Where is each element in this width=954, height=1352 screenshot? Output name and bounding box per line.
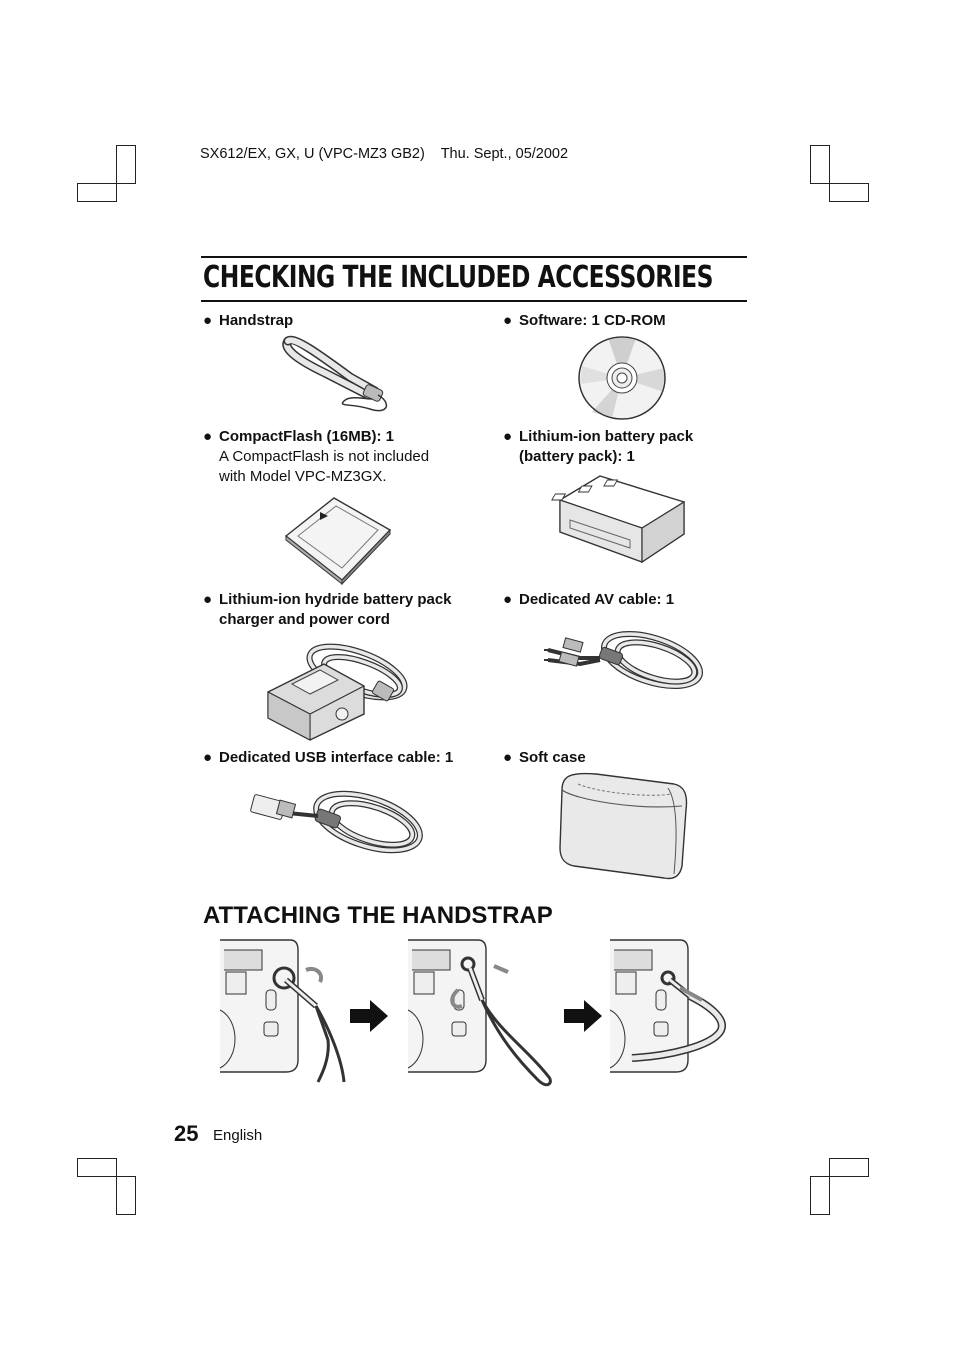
- av-cable-illustration: [544, 630, 704, 690]
- item-label: Lithium-ion battery pack: [519, 428, 694, 445]
- title-rule-bottom: [201, 300, 747, 302]
- list-item-handstrap: ● Handstrap: [203, 311, 293, 331]
- bullet-icon: ●: [203, 749, 213, 766]
- crop-mark: [810, 1176, 830, 1215]
- bullet-icon: ●: [503, 312, 513, 329]
- list-item-usb-cable: ● Dedicated USB interface cable: 1: [203, 748, 453, 768]
- crop-mark: [829, 1158, 869, 1177]
- battery-pack-illustration: [551, 475, 685, 564]
- item-label: Soft case: [519, 749, 586, 766]
- print-date: Thu. Sept., 05/2002: [440, 146, 569, 162]
- item-label: Dedicated USB interface cable: 1: [219, 749, 454, 766]
- page-title: CHECKING THE INCLUDED ACCESSORIES: [203, 260, 713, 295]
- item-note: with Model VPC-MZ3GX.: [219, 468, 387, 485]
- item-note: A CompactFlash is not included: [219, 448, 430, 465]
- bullet-icon: ●: [203, 591, 213, 608]
- doc-id: SX612/EX, GX, U (VPC-MZ3 GB2): [200, 146, 425, 162]
- charger-illustration: [267, 643, 408, 741]
- compactflash-card-illustration: [284, 497, 392, 586]
- crop-mark: [829, 183, 869, 202]
- item-label: Handstrap: [219, 312, 294, 329]
- soft-case-illustration: [559, 772, 688, 880]
- usb-cable-illustration: [250, 790, 423, 854]
- list-item-battery-pack: ● Lithium-ion battery pack (battery pack…: [503, 427, 693, 467]
- bullet-icon: ●: [203, 428, 213, 445]
- list-item-charger: ● Lithium-ion hydride battery pack charg…: [203, 590, 452, 630]
- bullet-icon: ●: [503, 591, 513, 608]
- bullet-icon: ●: [503, 428, 513, 445]
- handstrap-step-3-illustration: [609, 939, 726, 1073]
- language-label: English: [213, 1127, 263, 1144]
- print-header: SX612/EX, GX, U (VPC-MZ3 GB2) Thu. Sept.…: [200, 146, 568, 162]
- arrow-right-icon: [564, 1000, 602, 1032]
- page-number: 25: [174, 1121, 199, 1146]
- handstrap-illustration: [282, 335, 388, 412]
- crop-mark: [810, 145, 830, 184]
- handstrap-step-2-illustration: [407, 939, 552, 1087]
- crop-mark: [77, 1158, 117, 1177]
- item-label: Lithium-ion hydride battery pack: [219, 591, 452, 608]
- item-label: CompactFlash (16MB): 1: [219, 428, 395, 445]
- crop-mark: [116, 145, 136, 184]
- list-item-soft-case: ● Soft case: [503, 748, 586, 768]
- cd-rom-illustration: [578, 336, 666, 420]
- list-item-av-cable: ● Dedicated AV cable: 1: [503, 590, 674, 610]
- arrow-right-icon: [350, 1000, 388, 1032]
- crop-mark: [77, 183, 117, 202]
- handstrap-step-1-illustration: [219, 939, 346, 1083]
- item-label: charger and power cord: [219, 611, 390, 628]
- bullet-icon: ●: [503, 749, 513, 766]
- bullet-icon: ●: [203, 312, 213, 329]
- title-rule-top: [201, 256, 747, 258]
- item-label: (battery pack): 1: [519, 448, 635, 465]
- item-label: Software: 1 CD-ROM: [519, 312, 666, 329]
- section-heading: ATTACHING THE HANDSTRAP: [203, 902, 553, 929]
- crop-mark: [116, 1176, 136, 1215]
- list-item-software: ● Software: 1 CD-ROM: [503, 311, 666, 331]
- list-item-compactflash: ● CompactFlash (16MB): 1 A CompactFlash …: [203, 427, 429, 487]
- item-label: Dedicated AV cable: 1: [519, 591, 675, 608]
